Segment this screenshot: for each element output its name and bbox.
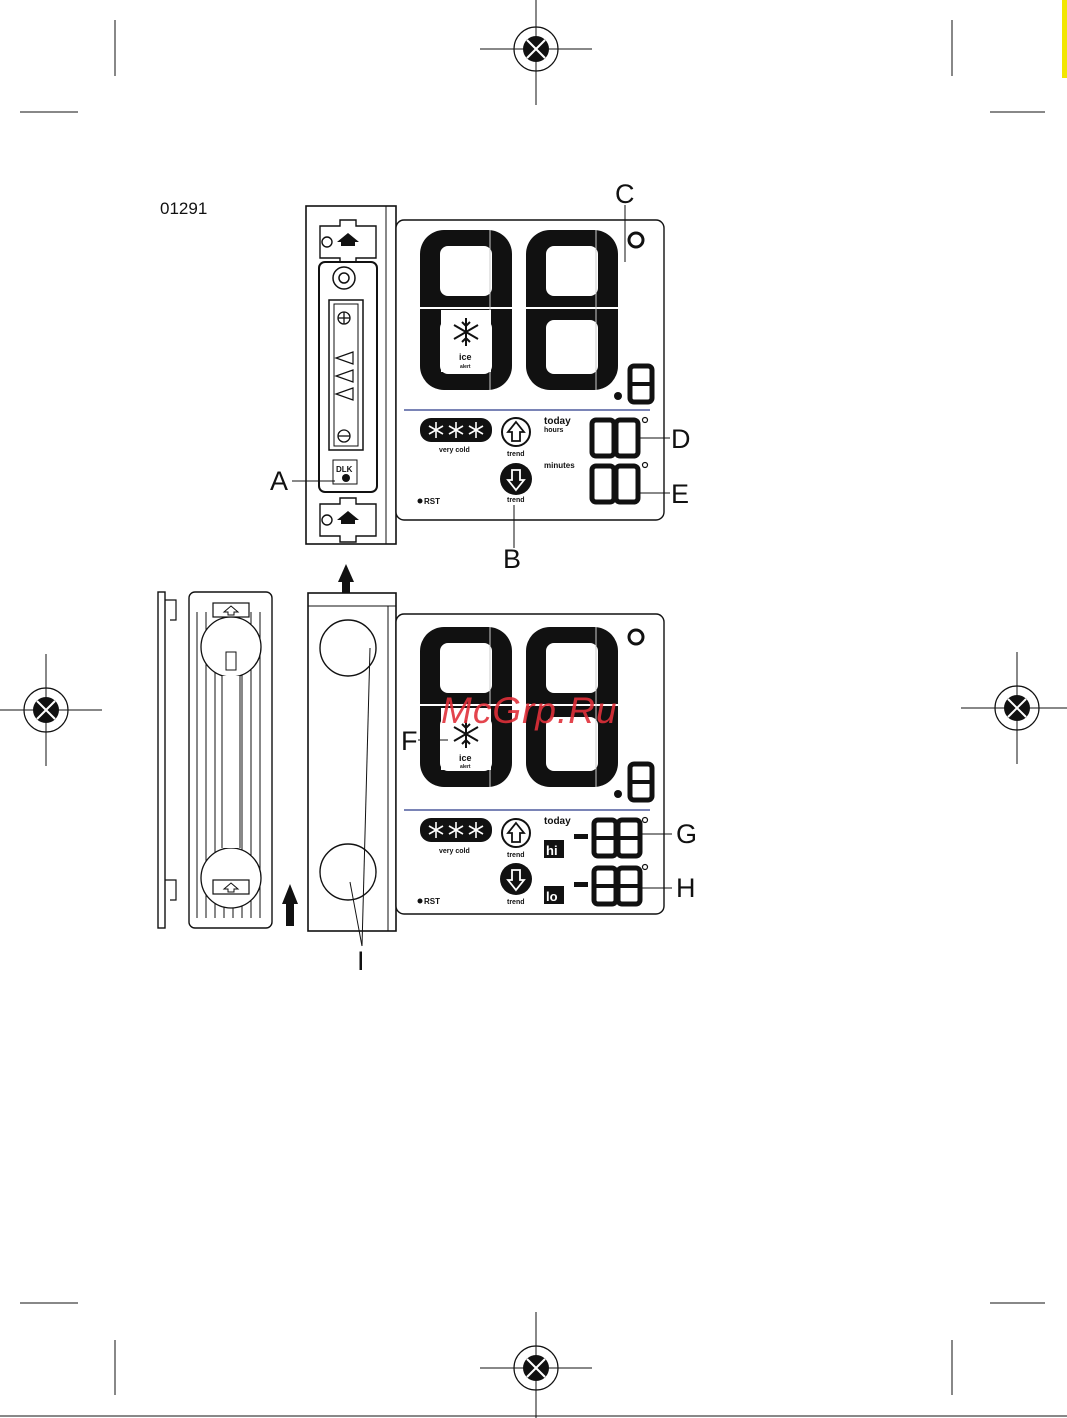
callout-b: B	[503, 546, 521, 573]
callout-h: H	[676, 875, 696, 902]
callout-d: D	[671, 426, 691, 453]
svg-text:trend: trend	[507, 451, 525, 458]
svg-text:alert: alert	[460, 364, 471, 370]
top-device: DLK ice alert very cold trend	[306, 206, 664, 544]
svg-text:minutes: minutes	[544, 461, 575, 470]
today-label-bottom: today	[544, 816, 571, 827]
callout-a: A	[270, 468, 288, 495]
brand-top: RST	[424, 497, 440, 506]
svg-text:hours: hours	[544, 427, 564, 434]
registration-mark-left	[0, 654, 102, 766]
ice-label-top: ice	[459, 352, 472, 362]
ice-label-bottom: ice	[459, 753, 472, 763]
figure-code: 01291	[160, 199, 207, 219]
lo-label: lo	[546, 889, 558, 904]
bottom-device: ice alert very cold trend trend today hi…	[308, 593, 664, 931]
callout-e: E	[671, 481, 689, 508]
registration-mark-top	[480, 0, 592, 105]
callout-g: G	[676, 821, 697, 848]
very-cold-label-bottom: very cold	[439, 848, 470, 855]
brand-bottom: RST	[424, 897, 440, 906]
very-cold-label-top: very cold	[439, 447, 470, 454]
registration-mark-right	[961, 652, 1067, 764]
battery-cover	[158, 592, 272, 928]
svg-text:trend: trend	[507, 899, 525, 906]
svg-text:trend: trend	[507, 497, 525, 504]
battery-mark: DLK	[336, 465, 353, 474]
svg-text:alert: alert	[460, 764, 471, 770]
callout-c: C	[615, 181, 635, 208]
hi-label: hi	[546, 843, 558, 858]
registration-mark-bottom	[480, 1312, 592, 1418]
svg-text:trend: trend	[507, 852, 525, 859]
callout-f: F	[401, 728, 418, 755]
today-label-top: today	[544, 416, 571, 427]
callout-i: I	[357, 948, 365, 975]
watermark: McGrp.Ru	[441, 690, 618, 732]
